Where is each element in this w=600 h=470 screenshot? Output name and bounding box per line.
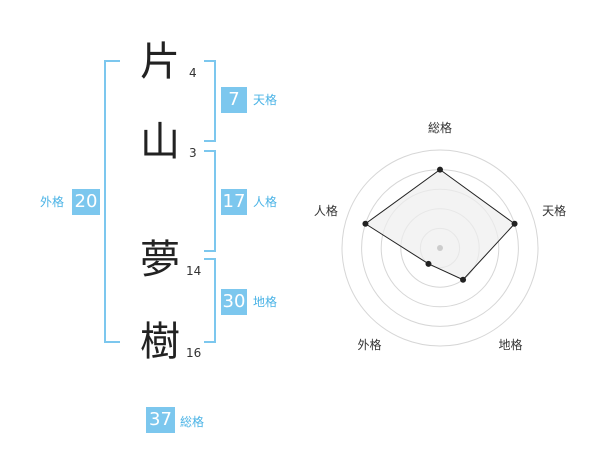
- radar-axis-label-外格: 外格: [357, 337, 381, 352]
- radar-point-天格: [511, 220, 518, 227]
- name-char-2: 山: [140, 119, 180, 165]
- soukaku-label: 総格: [180, 415, 205, 429]
- radar-axis-label-天格: 天格: [542, 203, 566, 218]
- radar-area: [364, 168, 516, 281]
- stroke-count-2: 3: [189, 146, 197, 160]
- soukaku-badge: 37: [146, 407, 175, 433]
- gaikaku-label: 外格: [40, 195, 65, 209]
- radar-axis-label-人格: 人格: [314, 203, 338, 218]
- stroke-count-4: 16: [186, 346, 202, 360]
- radar-point-外格: [425, 260, 432, 267]
- stroke-count-3: 14: [186, 264, 202, 278]
- tenkaku-label: 天格: [253, 93, 278, 107]
- radar-point-地格: [460, 276, 467, 283]
- radar-axis-label-総格: 総格: [428, 120, 452, 135]
- name-char-3: 夢: [140, 237, 180, 283]
- gaikaku-bracket: [104, 60, 120, 343]
- tenkaku-badge: 7: [221, 87, 247, 113]
- chikaku-label: 地格: [253, 295, 278, 309]
- name-char-4: 樹: [140, 319, 180, 365]
- radar-point-総格: [437, 166, 443, 173]
- stroke-count-1: 4: [189, 66, 197, 80]
- gaikaku-badge: 20: [72, 189, 100, 215]
- radar-axis-label-地格: 地格: [499, 337, 523, 352]
- chikaku-bracket: [204, 258, 216, 343]
- name-char-1: 片: [140, 39, 180, 85]
- radar-point-人格: [362, 220, 369, 227]
- radar-center: [437, 245, 443, 251]
- jinkaku-badge: 17: [221, 189, 247, 215]
- radar-ring-5: [341, 149, 539, 347]
- jinkaku-label: 人格: [253, 195, 278, 209]
- jinkaku-bracket: [204, 150, 216, 252]
- tenkaku-bracket: [204, 60, 216, 142]
- chikaku-badge: 30: [221, 289, 247, 315]
